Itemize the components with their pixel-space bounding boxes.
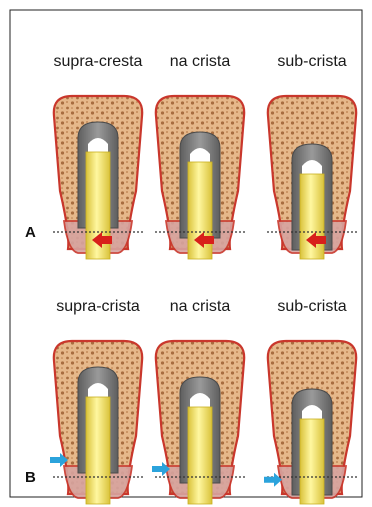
- position-label: sub-crista: [277, 53, 346, 70]
- abutment: [300, 174, 324, 259]
- panel-letter: B: [25, 469, 36, 486]
- implant-diagram-1: [53, 96, 143, 259]
- abutment: [300, 419, 324, 504]
- panel-letter: A: [25, 224, 36, 241]
- implant-diagram-3: [267, 96, 357, 259]
- abutment: [188, 407, 212, 504]
- implant-diagram-1: [50, 341, 143, 504]
- implant-diagram-2: [152, 341, 245, 504]
- implant-diagram-3: [264, 341, 357, 504]
- position-label: supra-crista: [56, 298, 140, 315]
- position-label: supra-cresta: [54, 53, 143, 70]
- position-label: na crista: [170, 298, 231, 315]
- position-label: na crista: [170, 53, 231, 70]
- implant-diagram-2: [155, 96, 245, 259]
- abutment: [86, 397, 110, 504]
- position-label: sub-crista: [277, 298, 346, 315]
